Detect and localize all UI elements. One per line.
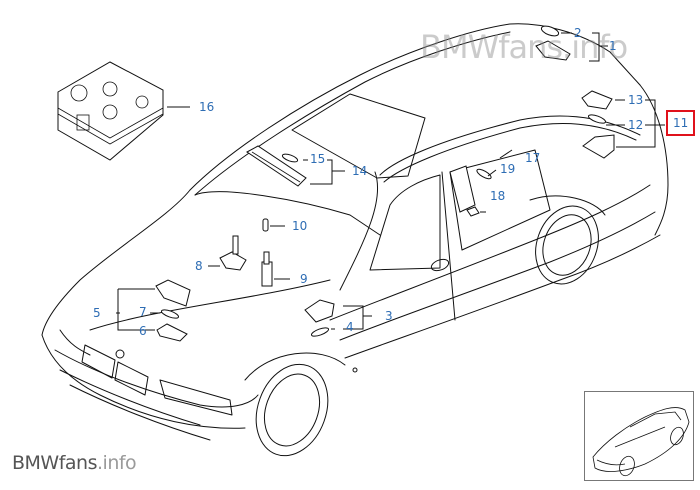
brand-logo: BMWfans.info	[12, 452, 137, 474]
callout-1[interactable]: 1	[609, 39, 617, 53]
part-8-drawing	[219, 235, 247, 271]
part-16-drawing	[57, 61, 164, 161]
part-17-drawing	[449, 165, 492, 217]
callout-8[interactable]: 8	[195, 259, 203, 273]
part-14-drawing	[246, 145, 307, 187]
callout-17[interactable]: 17	[525, 151, 541, 165]
car-overview-thumbnail[interactable]	[584, 391, 694, 481]
watermark: BMWfans.info	[420, 28, 628, 66]
part-11-drawing	[581, 90, 615, 159]
callout-4[interactable]: 4	[346, 320, 354, 334]
callout-15[interactable]: 15	[310, 152, 326, 166]
part-5-drawing	[155, 279, 191, 342]
part-1-drawing	[535, 25, 571, 61]
callout-12[interactable]: 12	[628, 118, 644, 132]
callout-10[interactable]: 10	[292, 219, 308, 233]
callout-6[interactable]: 6	[139, 324, 147, 338]
brand-suffix: .info	[97, 452, 137, 474]
callout-13[interactable]: 13	[628, 93, 644, 107]
callout-5[interactable]: 5	[93, 306, 101, 320]
part-10-drawing	[262, 218, 269, 232]
car-thumbnail-icon	[592, 407, 690, 477]
callout-18[interactable]: 18	[490, 189, 506, 203]
callout-7[interactable]: 7	[139, 305, 147, 319]
callout-14[interactable]: 14	[352, 164, 368, 178]
callout-19[interactable]: 19	[500, 162, 516, 176]
part-9-drawing	[261, 251, 273, 287]
brand-main: BMWfans	[12, 452, 98, 474]
part-3-drawing	[304, 299, 335, 337]
callout-9[interactable]: 9	[300, 272, 308, 286]
callout-11[interactable]: 11	[666, 110, 696, 136]
leader-lines	[116, 32, 665, 331]
callout-3[interactable]: 3	[385, 309, 393, 323]
car-body-drawing	[41, 23, 669, 457]
callout-2[interactable]: 2	[574, 26, 582, 40]
callout-16[interactable]: 16	[199, 100, 215, 114]
